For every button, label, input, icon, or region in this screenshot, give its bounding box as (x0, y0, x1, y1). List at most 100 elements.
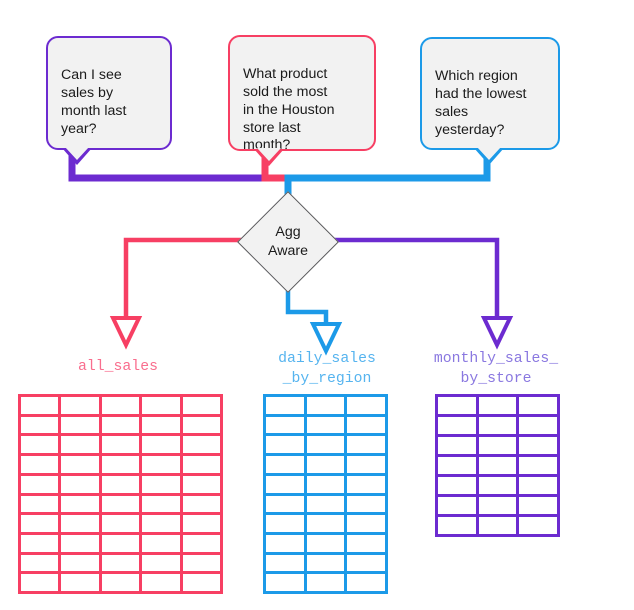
table-cell (438, 497, 476, 514)
table-cell (142, 456, 180, 473)
table-cell (61, 495, 99, 513)
table-cell (21, 554, 59, 572)
arrowhead-pink (109, 316, 143, 350)
table-cell (478, 457, 517, 474)
table-cell (182, 554, 220, 572)
table-cell (182, 475, 220, 493)
table-cell (306, 534, 345, 552)
table-cell (182, 574, 220, 591)
table-cell (21, 475, 59, 493)
table-cell (21, 416, 59, 434)
table-cell (306, 456, 345, 473)
table-cell (61, 574, 99, 591)
table-cell (182, 495, 220, 513)
diamond-label-line2: Aware (268, 243, 308, 259)
table-cell (182, 436, 220, 454)
table-cell (182, 534, 220, 552)
table-cell (266, 416, 304, 434)
table-grid-all-sales[interactable] (18, 394, 223, 594)
table-cell (182, 397, 220, 414)
table-cell (61, 436, 99, 454)
table-cell (182, 515, 220, 532)
agg-aware-router-node[interactable]: Agg Aware (237, 191, 339, 293)
table-cell (61, 456, 99, 473)
table-cell (142, 475, 180, 493)
table-caption-all-sales: all_sales (78, 359, 158, 375)
table-cell (438, 477, 476, 494)
table-cell (438, 517, 476, 534)
table-cell (438, 457, 476, 474)
table-cell (306, 515, 345, 532)
table-cell (266, 397, 304, 414)
table-cell (142, 534, 180, 552)
table-cell (347, 534, 385, 552)
table-cell (142, 436, 180, 454)
table-cell (142, 416, 180, 434)
table-cell (306, 554, 345, 572)
table-cell (101, 475, 140, 493)
table-cell (306, 574, 345, 591)
table-cell (478, 397, 517, 414)
table-cell (101, 397, 140, 414)
table-cell (61, 515, 99, 532)
bubble-tail-fill (257, 148, 281, 161)
table-cell (519, 477, 557, 494)
table-cell (101, 436, 140, 454)
table-cell (306, 397, 345, 414)
table-cell (142, 495, 180, 513)
table-cell (306, 475, 345, 493)
table-cell (478, 497, 517, 514)
table-cell (347, 397, 385, 414)
question-text: Which region had the lowest sales yester… (435, 67, 527, 138)
table-cell (61, 416, 99, 434)
table-cell (61, 534, 99, 552)
table-cell (347, 495, 385, 513)
table-caption-monthly-sales-by-store: monthly_sales_ by_store (433, 351, 559, 387)
table-cell (21, 456, 59, 473)
table-cell (347, 456, 385, 473)
question-bubble-houston-product[interactable]: What product sold the most in the Housto… (228, 35, 376, 166)
table-cell (438, 417, 476, 434)
question-bubble-month-sales[interactable]: Can I see sales by month last year? (46, 36, 172, 165)
table-grid-monthly-sales-by-store[interactable] (435, 394, 560, 537)
table-cell (266, 456, 304, 473)
table-cell (347, 554, 385, 572)
table-cell (519, 497, 557, 514)
table-cell (101, 574, 140, 591)
table-cell (101, 534, 140, 552)
table-cell (101, 456, 140, 473)
table-cell (347, 436, 385, 454)
table-cell (142, 515, 180, 532)
table-cell (61, 475, 99, 493)
table-cell (101, 495, 140, 513)
table-cell (61, 397, 99, 414)
table-grid-daily-sales-by-region[interactable] (263, 394, 388, 594)
table-cell (266, 475, 304, 493)
table-cell (101, 515, 140, 532)
diamond-label: Agg Aware (252, 206, 324, 278)
table-cell (21, 574, 59, 591)
table-cell (21, 397, 59, 414)
table-cell (266, 554, 304, 572)
table-cell (478, 417, 517, 434)
table-cell (101, 554, 140, 572)
question-bubble-lowest-region[interactable]: Which region had the lowest sales yester… (420, 37, 560, 165)
table-cell (266, 534, 304, 552)
table-caption-daily-sales-by-region: daily_sales _by_region (278, 351, 376, 387)
table-cell (519, 457, 557, 474)
table-cell (101, 416, 140, 434)
table-cell (347, 574, 385, 591)
table-cell (182, 416, 220, 434)
question-text: What product sold the most in the Housto… (243, 65, 335, 154)
table-cell (306, 416, 345, 434)
table-cell (266, 515, 304, 532)
table-cell (266, 436, 304, 454)
table-cell (519, 397, 557, 414)
table-cell (519, 417, 557, 434)
table-cell (347, 515, 385, 532)
arrowhead-purple (480, 316, 514, 350)
table-cell (478, 437, 517, 454)
table-cell (519, 437, 557, 454)
table-cell (21, 515, 59, 532)
table-cell (266, 574, 304, 591)
